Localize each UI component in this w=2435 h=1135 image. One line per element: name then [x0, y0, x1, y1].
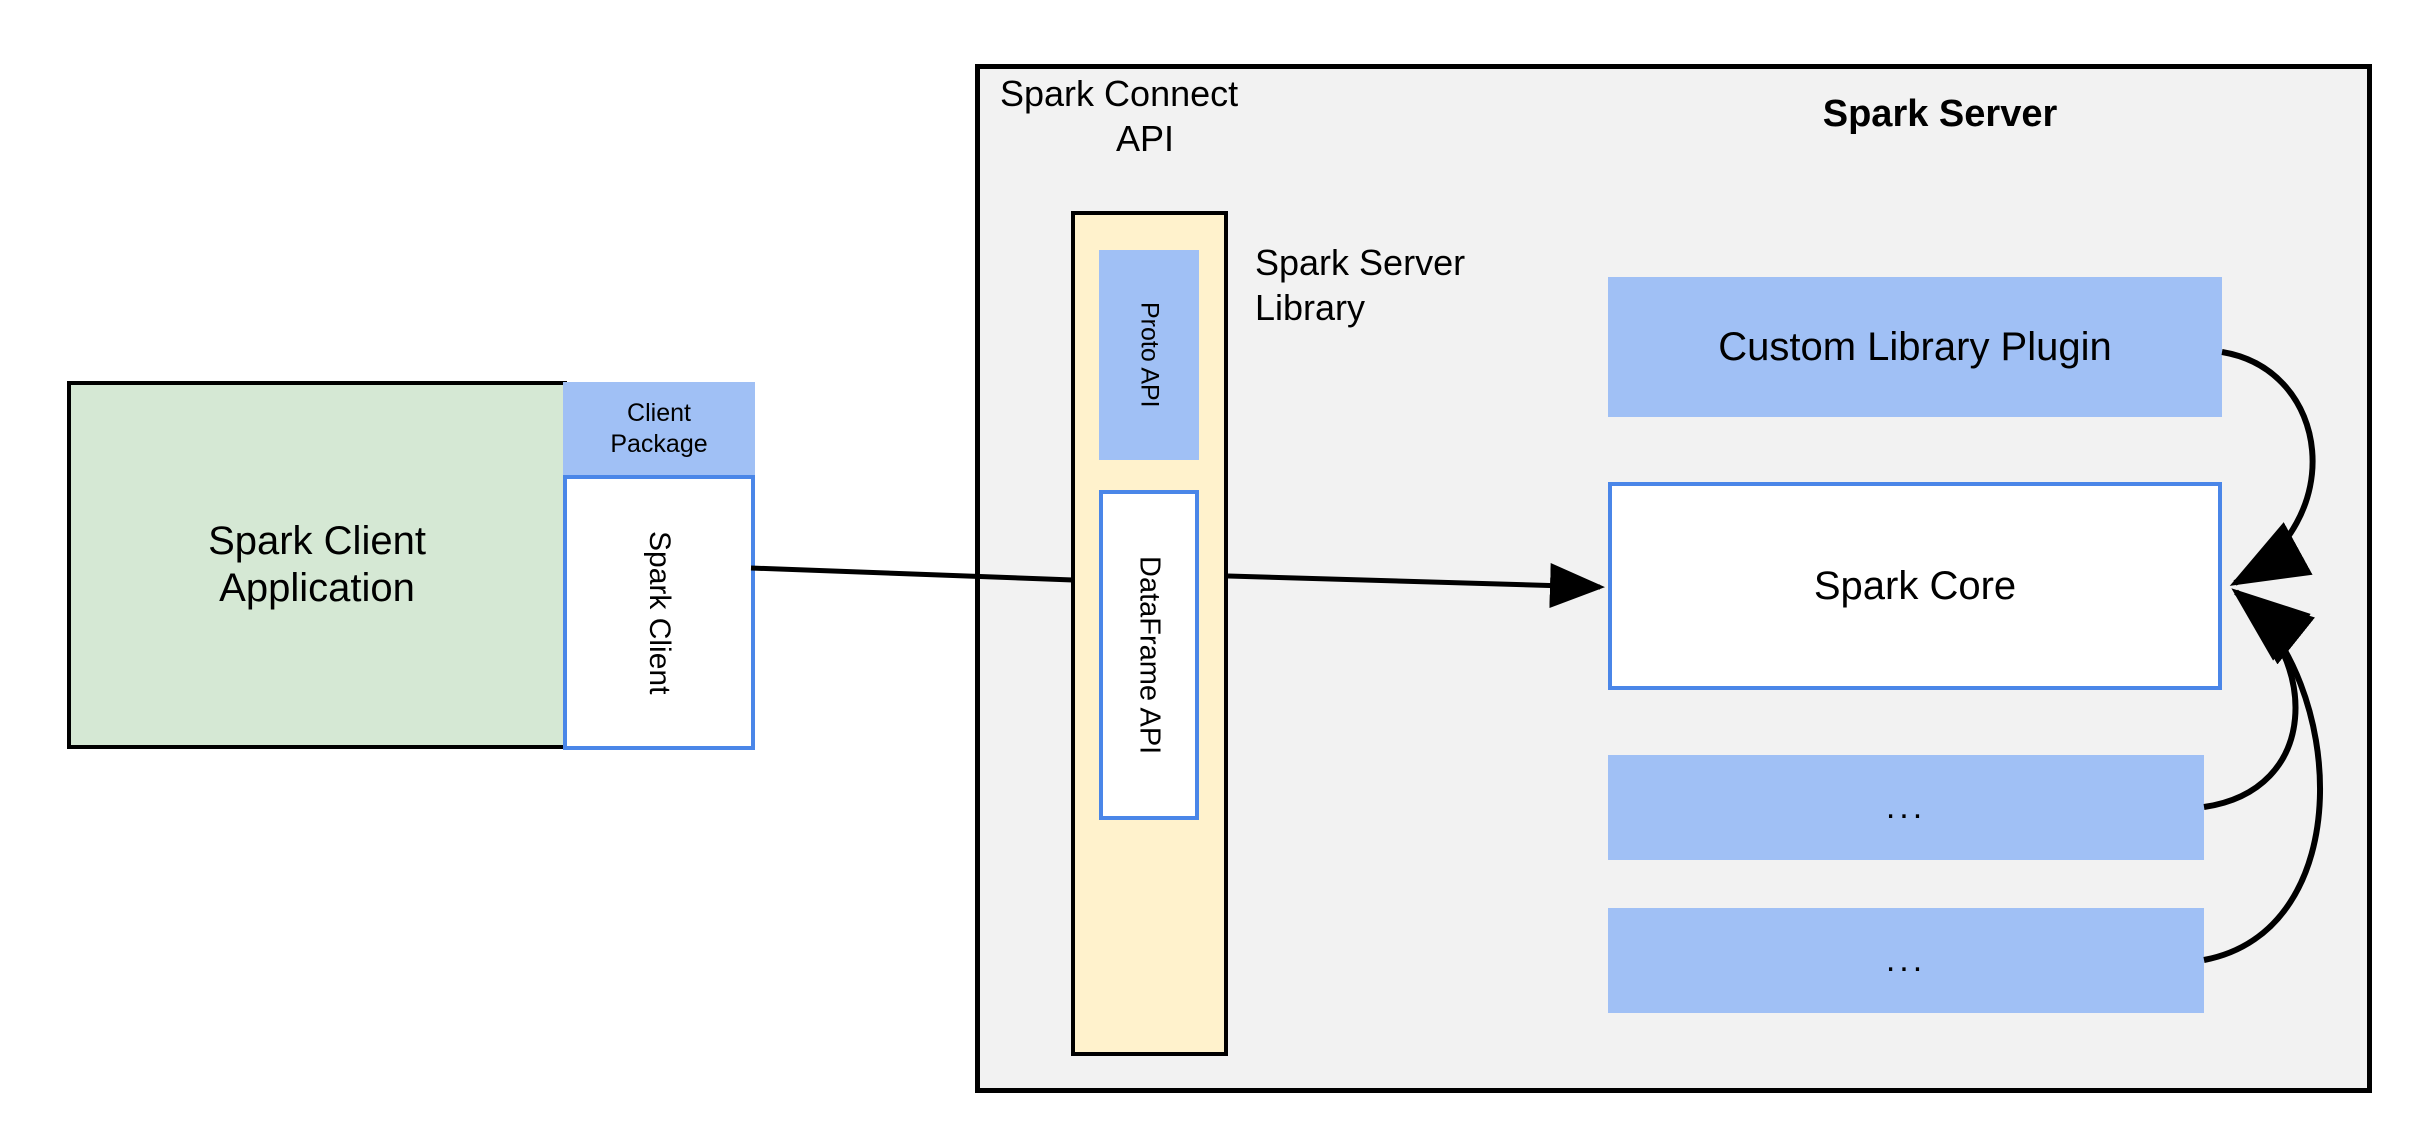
client-package-box[interactable]: Client Package [563, 382, 755, 475]
client-app-label-line2: Application [219, 566, 415, 610]
spark-server-library-line2: Library [1255, 287, 1366, 328]
spark-client-application-box[interactable]: Spark Client Application [67, 381, 567, 749]
proto-api-label: Proto API [1135, 302, 1164, 408]
spark-client-label: Spark Client [643, 530, 676, 695]
spark-server-library-label: Spark Server Library [1255, 240, 1555, 330]
dataframe-api-box[interactable]: DataFrame API [1099, 490, 1199, 820]
spark-server-title: Spark Server [1822, 92, 2058, 135]
custom-library-plugin-box[interactable]: Custom Library Plugin [1608, 277, 2222, 417]
spark-connect-api-line2: API [1115, 118, 1175, 159]
spark-connect-api-line1: Spark Connect [1000, 73, 1239, 114]
client-package-label-line1: Client [627, 399, 691, 427]
plugin-placeholder-box-2[interactable]: ... [1608, 908, 2204, 1013]
spark-server-library-line1: Spark Server [1255, 242, 1466, 283]
dataframe-api-label: DataFrame API [1133, 555, 1166, 755]
client-app-label-line1: Spark Client [208, 518, 426, 563]
spark-client-box[interactable]: Spark Client [563, 475, 755, 750]
spark-core-box[interactable]: Spark Core [1608, 482, 2222, 690]
proto-api-box[interactable]: Proto API [1099, 250, 1199, 460]
spark-connect-api-label: Spark Connect API [1000, 66, 1290, 166]
plugin-placeholder-box-1[interactable]: ... [1608, 755, 2204, 860]
client-package-label-line2: Package [610, 429, 708, 458]
